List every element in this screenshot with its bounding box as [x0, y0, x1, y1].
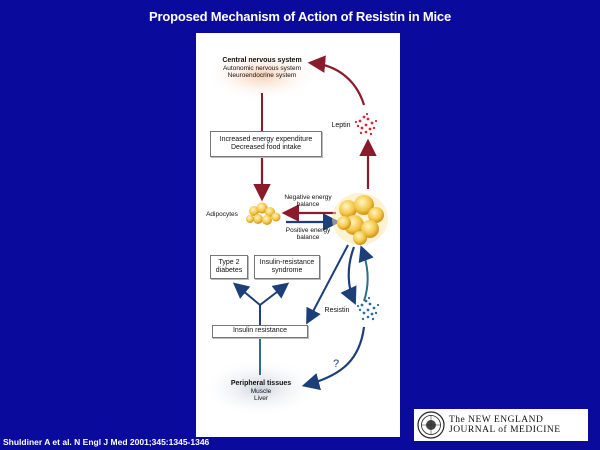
nejm-line2: JOURNAL of MEDICINE: [449, 425, 561, 435]
resistin-to-fat-arrow: [358, 245, 374, 302]
insulin-resistance-box: Insulin resistance: [212, 325, 308, 338]
leptin-to-cns-arrow: [307, 55, 366, 106]
positive-balance-line1: Positive energy: [285, 227, 331, 234]
resistin-to-peripheral-arrow: [301, 326, 366, 391]
leptin-label: Leptin: [331, 122, 351, 129]
peripheral-line1: Muscle: [250, 387, 272, 395]
negative-balance-label: Negative energy balance: [278, 194, 338, 208]
fat-to-insulin-resistance-arrow: [306, 244, 349, 325]
nejm-wordmark: The NEW ENGLAND JOURNAL of MEDICINE: [449, 415, 561, 435]
energy-line2: Decreased food intake: [230, 144, 302, 151]
type2-diabetes-box: Type 2 diabetes: [210, 255, 248, 279]
adipocytes-label: Adipocytes: [206, 211, 238, 218]
question-mark: ?: [332, 358, 340, 370]
resistin-dots: [356, 296, 380, 321]
insulin-syndrome-line2: syndrome: [271, 267, 303, 274]
adipocytes-large-cluster: [332, 193, 388, 245]
fork-left-arrow: [232, 282, 261, 306]
peripheral-title: Peripheral tissues: [230, 380, 292, 387]
peripheral-glow: [200, 358, 320, 418]
adipocytes-small-cluster: [246, 202, 281, 225]
resistin-label: Resistin: [324, 307, 350, 314]
diagram-panel: Central nervous system Autonomic nervous…: [196, 33, 400, 437]
fat-to-resistin-arrow: [340, 246, 357, 305]
cns-line1: Autonomic nervous system: [222, 64, 302, 72]
fork-right-arrow: [259, 282, 290, 306]
positive-balance-label: Positive energy balance: [278, 227, 338, 241]
insulin-syndrome-line1: Insulin-resistance: [259, 258, 315, 266]
type2-line1: Type 2: [218, 258, 240, 266]
positive-balance-line2: balance: [296, 234, 320, 242]
negative-balance-line2: balance: [296, 201, 320, 209]
type2-line2: diabetes: [215, 267, 243, 274]
slide-title: Proposed Mechanism of Action of Resistin…: [149, 9, 451, 24]
cns-title: Central nervous system: [222, 57, 302, 64]
peripheral-label: Peripheral tissues Muscle Liver: [216, 380, 306, 402]
seal-icon: [417, 411, 445, 439]
nejm-logo: The NEW ENGLAND JOURNAL of MEDICINE: [414, 409, 588, 441]
leptin-dots: [354, 112, 378, 136]
diagram-graphics: [200, 49, 388, 418]
cns-label: Central nervous system Autonomic nervous…: [210, 57, 314, 79]
insulin-resistance-text: Insulin resistance: [232, 327, 288, 335]
cns-line2: Neuroendocrine system: [227, 71, 297, 79]
negative-balance-line1: Negative energy: [284, 194, 332, 201]
energy-box: Increased energy expenditure Decreased f…: [210, 131, 322, 157]
nejm-line1: The NEW ENGLAND: [449, 415, 544, 425]
insulin-syndrome-box: Insulin-resistance syndrome: [254, 255, 320, 279]
cns-glow: [204, 49, 320, 101]
citation: Shuldiner A et al. N Engl J Med 2001;345…: [3, 437, 210, 447]
peripheral-line2: Liver: [253, 394, 269, 402]
energy-line1: Increased energy expenditure: [219, 135, 313, 143]
